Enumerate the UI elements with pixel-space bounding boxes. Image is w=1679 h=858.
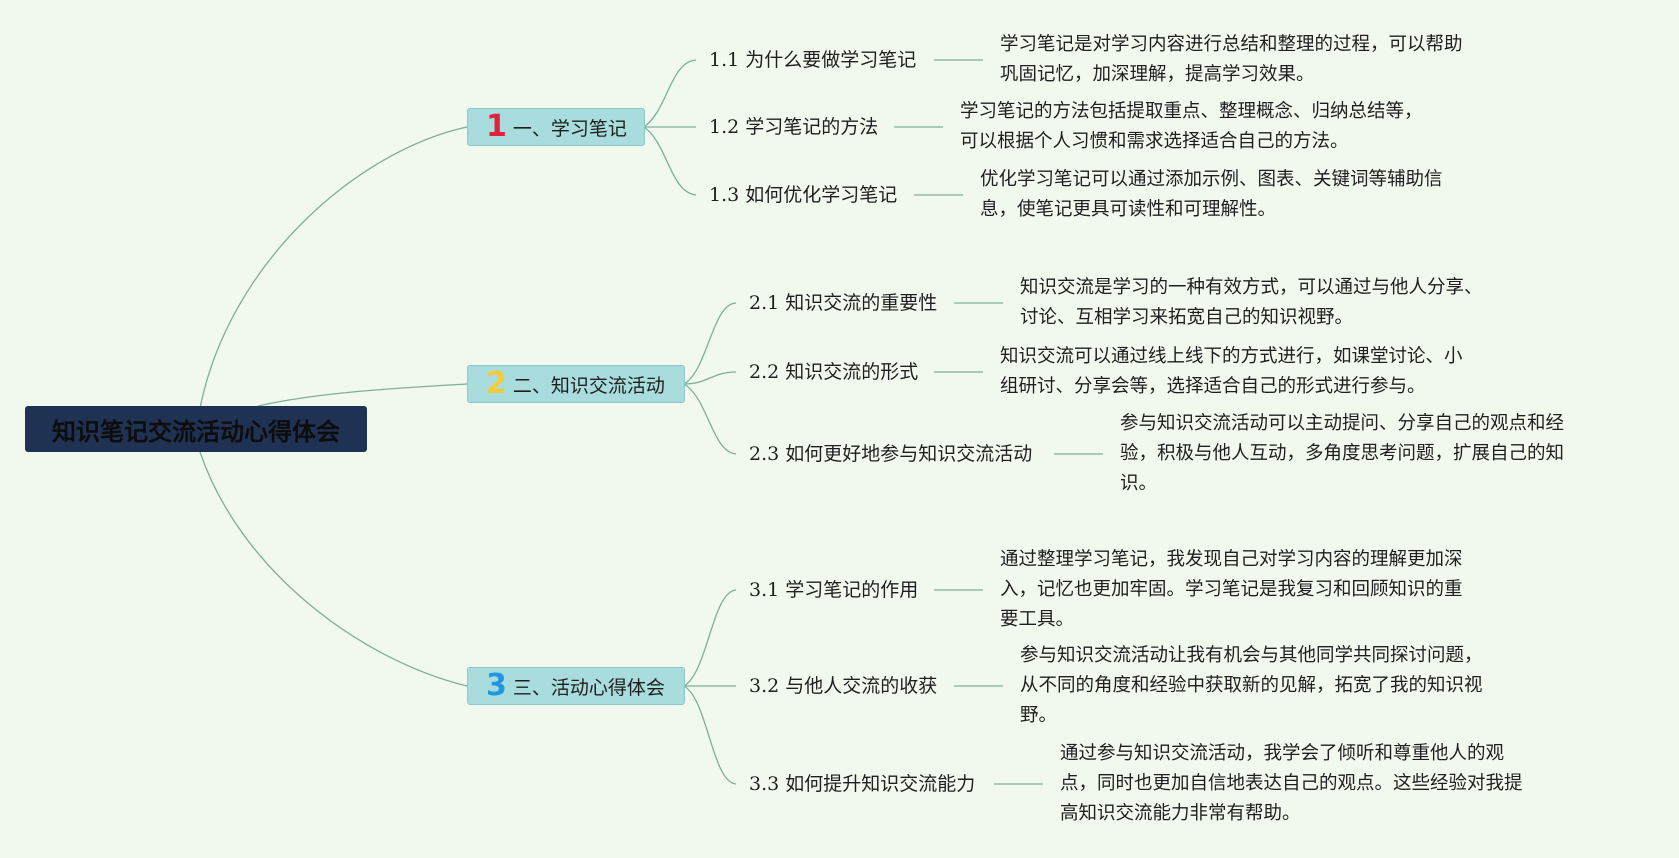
connector-b3-c1 — [683, 589, 737, 687]
child-node-1-2[interactable]: 1.2 学习笔记的方法 — [709, 116, 879, 138]
child-node-2-2[interactable]: 2.2 知识交流的形式 — [749, 361, 919, 383]
branch-marker-1: 1 — [486, 109, 507, 144]
child-node-3-1[interactable]: 3.1 学习笔记的作用 — [749, 579, 919, 601]
branch-marker-2: 2 — [486, 366, 507, 401]
connector-b2-c2 — [683, 371, 737, 385]
connector-b1-c3 — [643, 126, 697, 196]
branch-node-2[interactable]: 2 二、知识交流活动 — [467, 365, 685, 403]
connector-root-branch-1 — [199, 126, 468, 409]
branch-label-3: 三、活动心得体会 — [512, 676, 665, 699]
child-node-2-1[interactable]: 2.1 知识交流的重要性 — [749, 292, 938, 314]
branch-label-2: 二、知识交流活动 — [512, 374, 665, 397]
detail-note-3-1[interactable]: 通过整理学习笔记，我发现自己对学习内容的理解更加深 入，记忆也更加牢固。学习笔记… — [1000, 549, 1463, 630]
branch-node-1[interactable]: 1 一、学习笔记 — [467, 108, 645, 146]
child-node-2-3[interactable]: 2.3 如何更好地参与知识交流活动 — [749, 443, 1033, 465]
child-node-3-2[interactable]: 3.2 与他人交流的收获 — [749, 675, 938, 697]
detail-note-2-2[interactable]: 知识交流可以通过线上线下的方式进行，如课堂讨论、小 组研讨、分享会等，选择适合自… — [1000, 346, 1463, 397]
branch-label-1: 一、学习笔记 — [512, 117, 627, 140]
branch-node-3[interactable]: 3 三、活动心得体会 — [467, 667, 685, 705]
connector-b2-c1 — [683, 302, 737, 385]
connector-b2-c3 — [683, 383, 737, 455]
detail-note-2-3[interactable]: 参与知识交流活动可以主动提问、分享自己的观点和经 验，积极与他人互动，多角度思考… — [1120, 413, 1565, 494]
connector-root-branch-2 — [257, 383, 468, 407]
child-node-1-1[interactable]: 1.1 为什么要做学习笔记 — [709, 49, 917, 71]
root-node[interactable]: 知识笔记交流活动心得体会 — [25, 406, 367, 452]
detail-note-3-3[interactable]: 通过参与知识交流活动，我学会了倾听和尊重他人的观 点，同时也更加自信地表达自己的… — [1060, 743, 1523, 824]
child-node-1-3[interactable]: 1.3 如何优化学习笔记 — [709, 184, 898, 206]
detail-note-3-2[interactable]: 参与知识交流活动让我有机会与其他同学共同探讨问题， 从不同的角度和经验中获取新的… — [1020, 645, 1483, 726]
detail-note-1-3[interactable]: 优化学习笔记可以通过添加示例、图表、关键词等辅助信 息，使笔记更具可读性和可理解… — [980, 169, 1443, 220]
root-node-label: 知识笔记交流活动心得体会 — [52, 417, 340, 446]
detail-note-1-1[interactable]: 学习笔记是对学习内容进行总结和整理的过程，可以帮助 巩固记忆，加深理解，提高学习… — [1000, 34, 1463, 85]
connector-root-branch-3 — [199, 451, 468, 687]
detail-note-2-1[interactable]: 知识交流是学习的一种有效方式，可以通过与他人分享、 讨论、互相学习来拓宽自己的知… — [1020, 277, 1483, 328]
connector-b3-c3 — [683, 685, 737, 785]
detail-note-1-2[interactable]: 学习笔记的方法包括提取重点、整理概念、归纳总结等， 可以根据个人习惯和需求选择适… — [960, 101, 1423, 152]
child-node-3-3[interactable]: 3.3 如何提升知识交流能力 — [749, 773, 976, 795]
branch-marker-3: 3 — [486, 668, 507, 703]
connector-b1-c1 — [643, 59, 697, 128]
